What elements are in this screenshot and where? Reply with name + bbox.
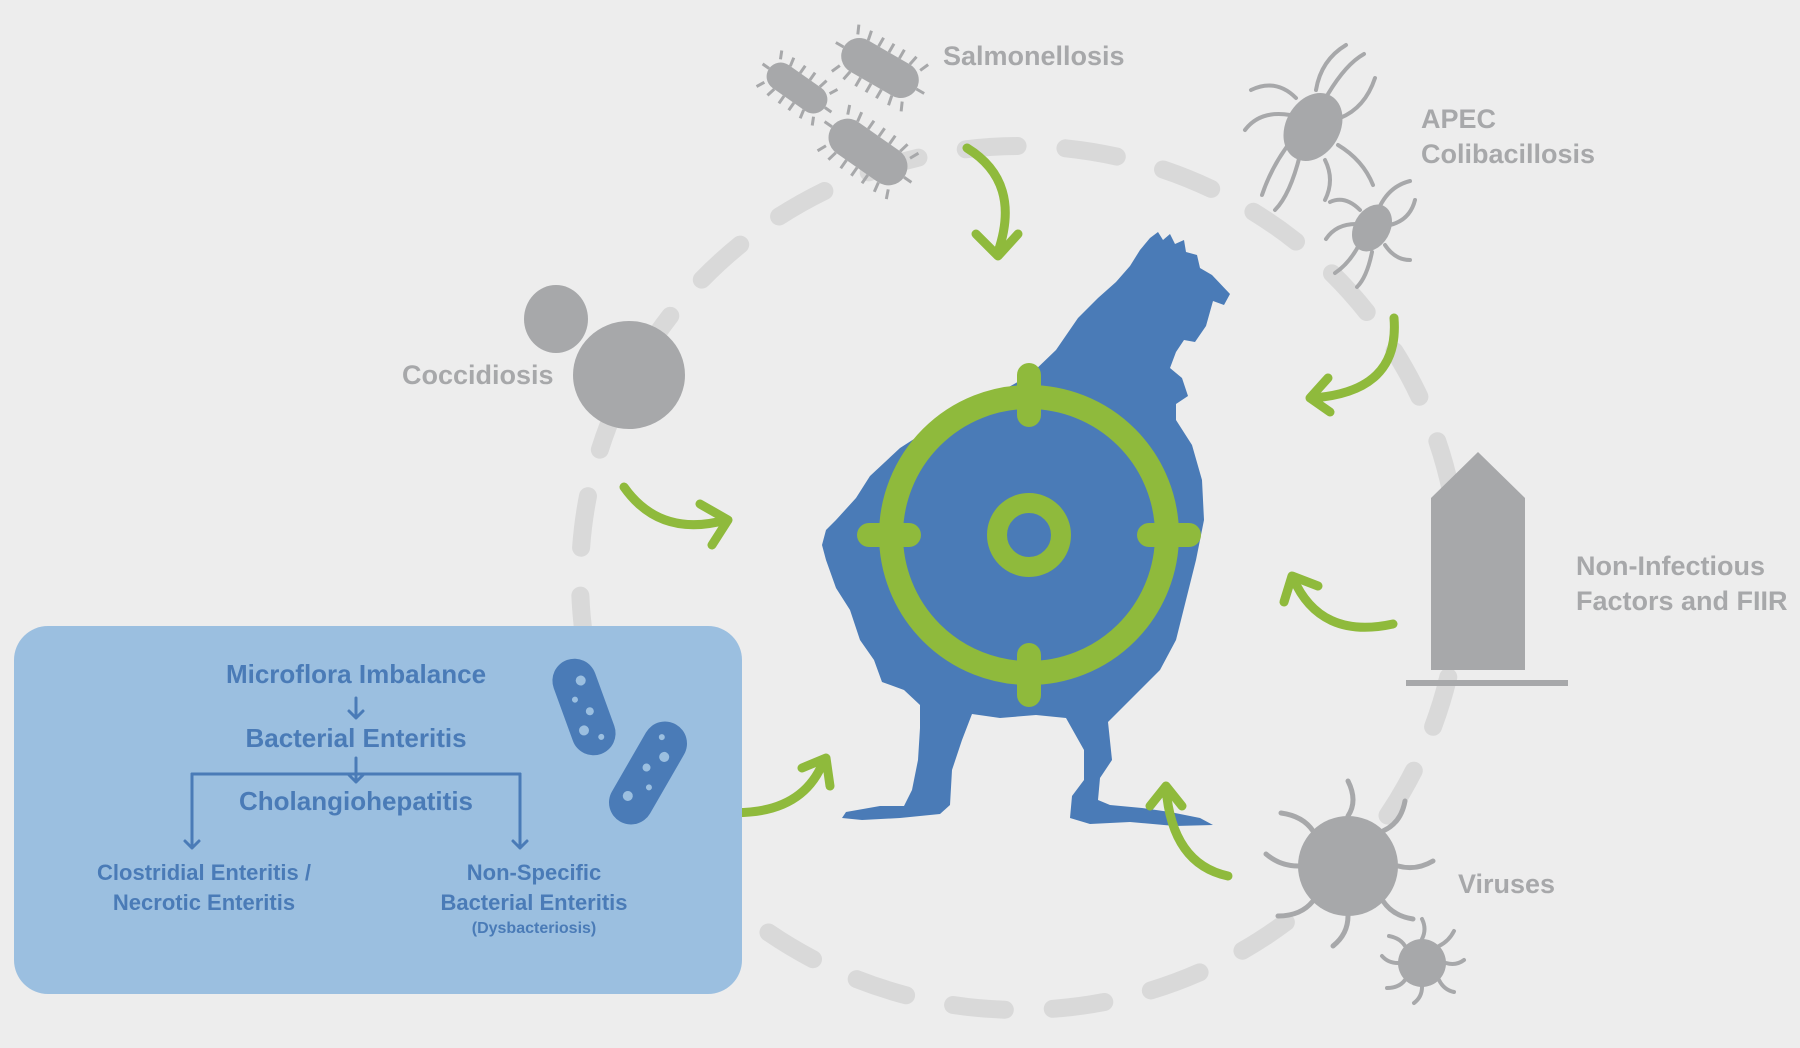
box-nonspecific-line3: (Dysbacteriosis) (471, 920, 597, 937)
label-noninfectious-line1: Non-Infectious (1576, 551, 1765, 581)
label-apec-line1: APEC (1421, 104, 1497, 134)
label-salmonellosis: Salmonellosis (943, 41, 1125, 71)
box-clostridial-line1: Clostridial Enteritis / (97, 860, 311, 885)
arrow-from-coccidiosis-icon (619, 482, 733, 550)
coccidia-oocyst-large-icon (573, 321, 685, 429)
arrow-from-apec-icon (1305, 313, 1399, 417)
box-nonspecific-enteritis: Non-Specific Bacterial Enteritis (Dysbac… (384, 858, 684, 940)
label-coccidiosis: Coccidiosis (402, 360, 554, 390)
feed-silo-icon (1406, 452, 1568, 686)
chicken-silhouette (822, 232, 1230, 826)
label-viruses: Viruses (1458, 869, 1556, 899)
virus-large-icon (1263, 778, 1436, 949)
box-flow-arrows (183, 696, 529, 850)
label-noninfectious-line2: Factors and FIIR (1576, 586, 1788, 616)
target-crosshair-icon (857, 363, 1201, 707)
box-cholangiohepatitis: Cholangiohepatitis (239, 786, 473, 816)
green-arrows (619, 143, 1399, 881)
label-noninfectious: Non-Infectious Factors and FIIR (1576, 549, 1788, 619)
box-clostridial-line2: Necrotic Enteritis (112, 890, 296, 915)
coccidia-oocyst-small-icon (524, 285, 588, 353)
virus-small-icon (1380, 917, 1466, 1005)
arrow-from-noninfectious-icon (1279, 571, 1398, 632)
box-microflora-imbalance: Microflora Imbalance (225, 659, 487, 689)
box-nonspecific-line1: Non-Specific (466, 860, 602, 885)
box-nonspecific-line2: Bacterial Enteritis (440, 890, 628, 915)
salmonella-bacteria-icon (755, 24, 930, 200)
box-bacterial-enteritis: Bacterial Enteritis (245, 723, 467, 753)
box-clostridial-enteritis: Clostridial Enteritis / Necrotic Enterit… (54, 858, 354, 918)
ecoli-bacteria-icon (1243, 43, 1417, 289)
enteritis-info-box: Microflora Imbalance Bacterial Enteritis… (14, 626, 742, 994)
arrow-from-salmonellosis-icon (962, 143, 1023, 261)
label-apec: APEC Colibacillosis (1421, 102, 1595, 172)
arrow-from-viruses-icon (1145, 781, 1233, 881)
label-apec-line2: Colibacillosis (1421, 139, 1596, 169)
